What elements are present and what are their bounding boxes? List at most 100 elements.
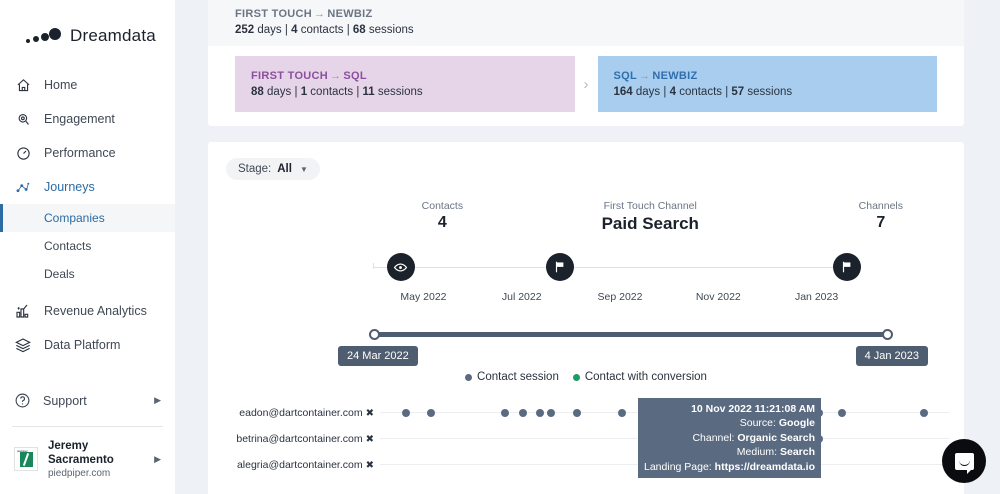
stage-to: NEWBIZ (652, 70, 698, 82)
session-dot[interactable] (401, 408, 410, 417)
stage-card-stats: 164 days | 4 contacts | 57 sessions (613, 86, 793, 98)
sidebar-item-contacts[interactable]: Contacts (0, 232, 175, 260)
timeline-node-newbiz[interactable] (832, 253, 861, 281)
metric-label: Contacts (421, 200, 464, 212)
tooltip-line-channel: Channel: Organic Search (644, 431, 815, 445)
timeline-node-sql[interactable] (545, 253, 574, 281)
sidebar-item-label: Performance (44, 146, 116, 160)
journey-overall-stats: 252 days | 4 contacts | 68 sessions (235, 24, 414, 36)
session-dot[interactable] (535, 408, 544, 417)
sidebar-item-support[interactable]: Support ▶ (0, 384, 175, 418)
stage-from: FIRST TOUCH (235, 8, 313, 20)
data-platform-icon (14, 336, 32, 354)
stage-card-title: SQL→NEWBIZ (614, 70, 922, 82)
session-dot[interactable] (427, 408, 436, 417)
user-text: Jeremy Sacramento piedpiper.com (48, 439, 144, 480)
legend-dot-icon (572, 373, 580, 381)
journey-overall-title: FIRST TOUCH→NEWBIZ (235, 8, 937, 20)
journey-stage-panel: FIRST TOUCH→NEWBIZ 252 days | 4 contacts… (208, 0, 964, 126)
date-range-slider[interactable]: 24 Mar 2022 4 Jan 2023 Contact session C… (208, 319, 964, 383)
session-dot[interactable] (920, 408, 929, 417)
tooltip-key: Channel: (692, 431, 735, 444)
sidebar-item-label: Revenue Analytics (44, 304, 147, 318)
row-label: betrina@dartcontainer.com✖ (236, 433, 380, 445)
sidebar: Dreamdata Home Engagement Performance (0, 0, 175, 494)
stat-sessions-label: sessions (747, 86, 793, 98)
dreamdata-dots-logo-icon (26, 28, 62, 44)
remove-icon[interactable]: ✖ (365, 433, 374, 445)
sidebar-item-label: Data Platform (44, 338, 121, 352)
legend-item-contact-session: Contact session (465, 371, 559, 383)
session-dot[interactable] (518, 408, 527, 417)
legend-item-contact-conversion: Contact with conversion (572, 371, 707, 383)
stage-filter-label: Stage: (238, 163, 272, 175)
revenue-analytics-icon (14, 302, 32, 320)
main-content: FIRST TOUCH→NEWBIZ 252 days | 4 contacts… (175, 0, 1000, 494)
chevron-down-icon: ▼ (299, 164, 308, 174)
contact-email: eadon@dartcontainer.com (239, 406, 363, 419)
remove-icon[interactable]: ✖ (365, 459, 374, 471)
axis-tick: Jan 2023 (794, 291, 839, 303)
metric-first-touch-channel: First Touch Channel Paid Search (602, 200, 699, 234)
stat-contacts-label: contacts (310, 86, 354, 98)
flag-icon (553, 260, 567, 274)
axis-cap-left (373, 263, 374, 269)
sidebar-user[interactable]: piedpiper Jeremy Sacramento piedpiper.co… (0, 435, 175, 484)
stage-card-sql-newbiz[interactable]: SQL→NEWBIZ 164 days | 4 contacts | 57 se… (597, 56, 937, 112)
session-dot[interactable] (572, 408, 581, 417)
sidebar-item-performance[interactable]: Performance (0, 136, 175, 170)
sidebar-item-label: Engagement (44, 112, 115, 126)
sidebar-item-deals[interactable]: Deals (0, 260, 175, 288)
table-row: betrina@dartcontainer.com✖ (208, 425, 964, 451)
stage-filter-dropdown[interactable]: Stage: All ▼ (226, 158, 320, 180)
question-circle-icon (14, 392, 31, 409)
stat-sessions-label: sessions (368, 24, 414, 36)
sidebar-item-label: Home (44, 78, 78, 92)
axis-tick: Sep 2022 (597, 291, 643, 303)
sidebar-item-revenue-analytics[interactable]: Revenue Analytics (0, 294, 175, 328)
sidebar-item-home[interactable]: Home (0, 68, 175, 102)
range-start-label: 24 Mar 2022 (338, 346, 418, 366)
stat-days: 164 (613, 86, 633, 98)
stat-days-label: days (267, 86, 292, 98)
contact-rows: eadon@dartcontainer.com✖ (208, 399, 964, 477)
metric-label: First Touch Channel (603, 200, 697, 212)
session-dot[interactable] (618, 408, 627, 417)
stage-card-first-touch-sql[interactable]: FIRST TOUCH→SQL 88 days | 1 contacts | 1… (235, 56, 575, 112)
tooltip-line-landing-page: Landing Page: https://dreamdata.io (644, 460, 815, 474)
stage-filter-value: All (277, 163, 292, 175)
session-dot[interactable] (501, 408, 510, 417)
tooltip-value: Organic Search (737, 431, 816, 444)
remove-icon[interactable]: ✖ (365, 407, 374, 419)
stat-contacts-label: contacts (679, 86, 723, 98)
sidebar-item-label: Journeys (44, 180, 95, 194)
stat-days-label: days (257, 24, 282, 36)
axis-tick: Nov 2022 (695, 291, 741, 303)
slider-knob-end[interactable] (882, 329, 893, 340)
range-end-label: 4 Jan 2023 (855, 346, 928, 366)
stat-days: 88 (251, 86, 264, 98)
stage-from: FIRST TOUCH (251, 70, 329, 82)
sidebar-item-companies[interactable]: Companies (0, 204, 175, 232)
tooltip-value: Search (779, 446, 816, 459)
stat-contacts: 4 (291, 24, 298, 36)
sidebar-item-data-platform[interactable]: Data Platform (0, 328, 175, 362)
row-label: eadon@dartcontainer.com✖ (239, 407, 380, 419)
stat-contacts: 1 (300, 86, 308, 98)
user-company: piedpiper.com (48, 467, 111, 479)
brand[interactable]: Dreamdata (0, 0, 175, 54)
slider-knob-start[interactable] (369, 329, 380, 340)
intercom-chat-button[interactable] (942, 439, 986, 483)
session-dot[interactable] (547, 408, 555, 417)
chevron-right-icon: ▶ (154, 453, 161, 464)
sidebar-subitem-label: Contacts (44, 239, 92, 253)
sidebar-item-engagement[interactable]: Engagement (0, 102, 175, 136)
contact-email: alegria@dartcontainer.com (236, 458, 363, 471)
sidebar-item-journeys[interactable]: Journeys (0, 170, 175, 204)
avatar: piedpiper (14, 447, 38, 472)
timeline-node-first-touch[interactable] (386, 253, 415, 281)
tooltip-value: Google (778, 417, 816, 430)
slider-track[interactable] (373, 332, 889, 337)
brand-name: Dreamdata (70, 26, 156, 45)
session-dot[interactable] (837, 408, 846, 417)
